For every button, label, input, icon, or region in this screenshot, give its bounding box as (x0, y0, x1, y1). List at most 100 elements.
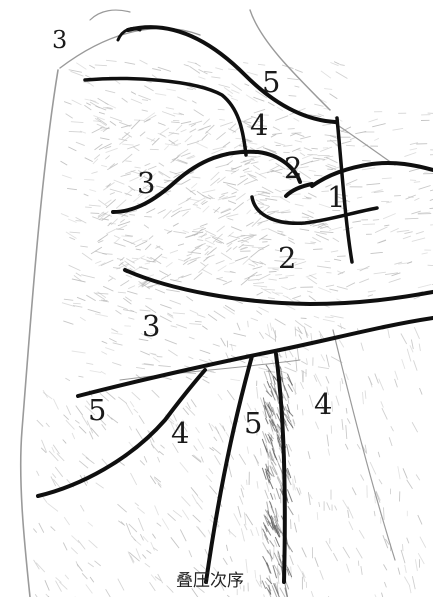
hatch-stroke (253, 267, 263, 270)
hatch-stroke (111, 329, 118, 333)
hatch-stroke (267, 381, 270, 388)
hatch-stroke (101, 352, 107, 355)
hatch-stroke (236, 138, 249, 139)
hatch-stroke (193, 515, 201, 522)
hatch-stroke (126, 275, 132, 277)
hatch-stroke (327, 435, 329, 447)
hatch-stroke (247, 210, 251, 214)
hatch-stroke (295, 86, 300, 87)
hatch-stroke (189, 324, 201, 325)
hatch-stroke (418, 515, 422, 524)
hatch-stroke (271, 196, 283, 197)
hatch-stroke (378, 452, 380, 457)
hatch-stroke (168, 513, 176, 520)
label-chest: 3 (142, 309, 160, 343)
hatch-stroke (398, 466, 400, 479)
hatch-stroke (116, 229, 124, 230)
hatch-stroke (228, 218, 234, 220)
hatch-stroke (314, 175, 322, 176)
hatch-stroke (226, 214, 238, 217)
hatch-stroke (340, 323, 341, 329)
hatch-stroke (224, 87, 233, 93)
hatch-stroke (317, 512, 318, 520)
hatch-stroke (230, 124, 236, 129)
hatch-stroke (228, 94, 233, 97)
hatch-stroke (403, 236, 411, 239)
hatch-stroke (330, 94, 338, 99)
hatch-stroke (111, 418, 118, 423)
hatch-stroke (348, 510, 349, 518)
hatch-stroke (102, 341, 108, 343)
hatch-stroke (187, 254, 193, 256)
hatch-stroke (254, 286, 268, 287)
hatch-stroke (110, 189, 122, 192)
hatch-stroke (95, 65, 107, 66)
hatch-stroke (288, 238, 293, 240)
hatch-stroke (407, 538, 409, 544)
label-lower-left: 5 (88, 393, 106, 427)
hatch-stroke (384, 507, 385, 519)
hatch-stroke (189, 337, 195, 339)
hatch-stroke (162, 112, 175, 117)
hatch-stroke (290, 555, 294, 565)
hatch-stroke (326, 376, 329, 383)
hatch-stroke (273, 565, 277, 578)
hatch-stroke (226, 432, 230, 438)
hatch-stroke (160, 304, 171, 308)
label-tip: 1 (327, 180, 345, 214)
hatch-stroke (96, 106, 107, 110)
label-top-left: 3 (52, 26, 67, 54)
hatch-stroke (136, 548, 141, 559)
hatch-stroke (155, 505, 159, 515)
hatch-stroke (318, 367, 329, 369)
hatch-stroke (257, 387, 258, 399)
hatch-stroke (206, 255, 215, 258)
hatch-stroke (374, 272, 386, 274)
hatch-stroke (410, 180, 416, 181)
hatch-stroke (331, 251, 338, 252)
hatch-stroke (95, 261, 101, 263)
hatch-stroke (197, 496, 203, 502)
hatch-stroke (244, 180, 257, 185)
hatch-stroke (123, 298, 131, 304)
hatch-stroke (66, 114, 73, 119)
hatch-stroke (412, 422, 418, 432)
hatch-stroke (299, 515, 300, 522)
hatch-stroke (258, 307, 268, 312)
hatch-stroke (214, 311, 226, 319)
hatch-stroke (66, 420, 75, 429)
hatch-stroke (178, 259, 185, 261)
hatch-stroke (209, 423, 213, 431)
hatch-stroke (234, 513, 240, 525)
hatch-stroke (100, 138, 109, 140)
hatch-stroke (198, 77, 205, 80)
hatch-stroke (133, 147, 139, 151)
hatch-stroke (69, 237, 75, 239)
hatch-stroke (86, 457, 95, 463)
hatch-stroke (226, 248, 231, 253)
hatch-stroke (311, 591, 315, 597)
hatch-stroke (111, 333, 122, 335)
hatch-stroke (213, 147, 227, 150)
caption: 叠压次序 (176, 571, 244, 591)
hatch-stroke (162, 257, 168, 259)
hatch-stroke (180, 529, 186, 541)
hatch-stroke (89, 65, 95, 68)
hatch-stroke (211, 77, 220, 78)
label-lower-mid: 4 (171, 416, 189, 450)
hatch-stroke (263, 556, 269, 566)
hatch-stroke (275, 537, 279, 547)
hatch-stroke (313, 158, 325, 159)
hatch-stroke (401, 334, 407, 345)
hatch-stroke (122, 144, 133, 145)
hatch-stroke (79, 461, 88, 468)
hatch-stroke (323, 319, 335, 322)
hatch-stroke (302, 198, 311, 199)
hatch-stroke (248, 321, 249, 327)
hatch-stroke (84, 105, 91, 110)
hatch-stroke (195, 321, 202, 322)
hatch-stroke (120, 219, 125, 222)
hatch-stroke (203, 256, 209, 261)
hatch-stroke (61, 214, 69, 217)
hatch-stroke (157, 523, 161, 526)
